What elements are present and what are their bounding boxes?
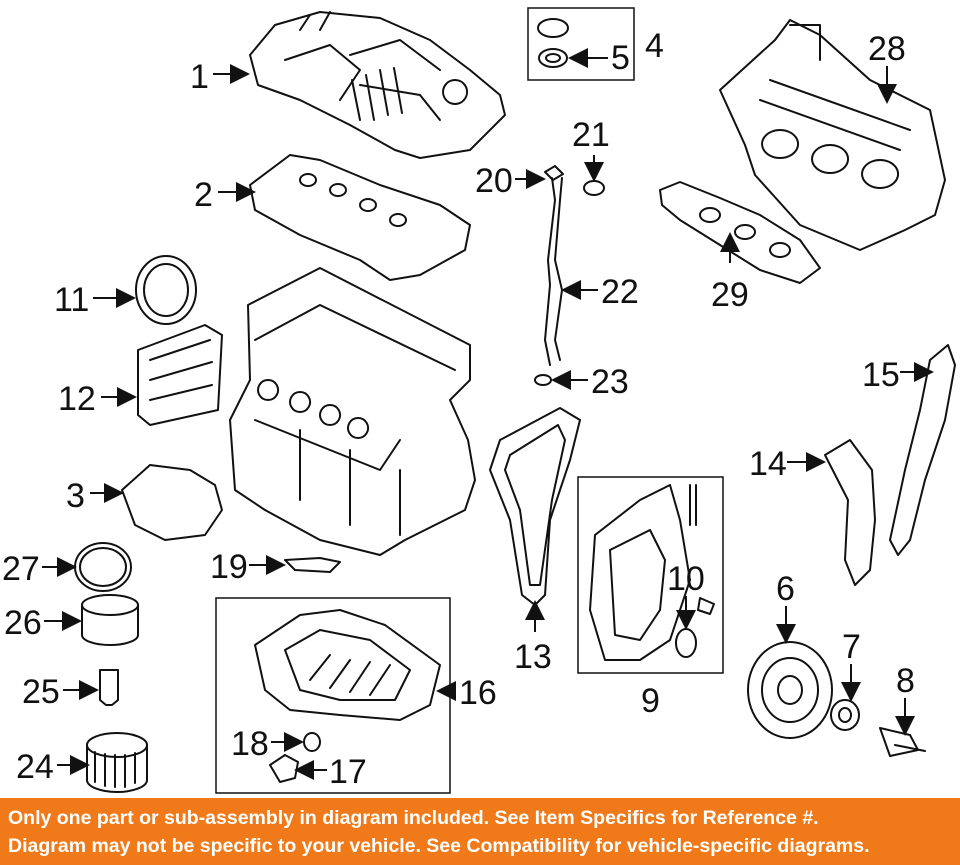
callout-25: 25 xyxy=(22,673,60,711)
crankshaft-pulley-part xyxy=(747,641,833,739)
chain-guide-part xyxy=(824,439,876,586)
knock-sensor-part xyxy=(284,557,341,573)
oil-filler-cap-part xyxy=(537,18,569,68)
washer-part xyxy=(830,699,860,731)
dipstick-handle-part xyxy=(544,165,564,181)
disclaimer-line-2: Diagram may not be specific to your vehi… xyxy=(8,835,870,857)
callout-22: 22 xyxy=(601,273,639,311)
callout-23: 23 xyxy=(591,363,629,401)
callout-28: 28 xyxy=(868,30,906,68)
callout-21: 21 xyxy=(572,116,610,154)
callout-24: 24 xyxy=(16,748,54,786)
disclaimer-line-1: Only one part or sub-assembly in diagram… xyxy=(8,807,819,829)
valve-cover-gasket-part xyxy=(249,154,471,281)
callout-15: 15 xyxy=(862,356,900,394)
callout-2: 2 xyxy=(194,176,213,214)
callout-7: 7 xyxy=(842,628,861,666)
callout-14: 14 xyxy=(749,445,787,483)
intake-manifold-gasket-part xyxy=(659,181,821,284)
rear-main-seal-part xyxy=(135,255,197,325)
leader-lines xyxy=(42,48,934,780)
callout-20: 20 xyxy=(475,162,513,200)
pulley-bolt-part xyxy=(879,727,926,757)
callout-3: 3 xyxy=(66,477,85,515)
callout-13: 13 xyxy=(514,638,552,676)
part-9-box xyxy=(577,476,724,674)
oil-cooler-o-ring-part xyxy=(74,542,132,592)
callout-8: 8 xyxy=(896,662,915,700)
callout-5: 5 xyxy=(611,39,630,77)
part-4-box xyxy=(527,7,635,81)
callout-26: 26 xyxy=(4,604,42,642)
callout-19: 19 xyxy=(210,548,248,586)
oil-cooler-part xyxy=(81,594,139,646)
oil-filter-part xyxy=(86,732,148,793)
drain-plug-washer-part xyxy=(303,732,321,752)
callout-labels: 1 2 3 4 5 6 7 8 9 10 11 12 13 14 15 16 1… xyxy=(2,27,915,791)
callout-9: 9 xyxy=(641,682,660,720)
callout-10: 10 xyxy=(667,560,705,598)
valve-cover-part xyxy=(249,11,506,159)
intake-manifold-part xyxy=(719,19,946,251)
callout-6: 6 xyxy=(776,570,795,608)
chain-tensioner-rail-part xyxy=(889,344,956,556)
engine-parts-diagram: 1 2 3 4 5 6 7 8 9 10 11 12 13 14 15 16 1… xyxy=(2,7,956,794)
callout-18: 18 xyxy=(231,725,269,763)
callout-27: 27 xyxy=(2,550,40,588)
dipstick-o-ring-part xyxy=(583,180,605,196)
callout-17: 17 xyxy=(329,753,367,791)
dipstick-seal-part xyxy=(534,374,552,386)
dipstick-tube-part xyxy=(544,177,563,366)
oil-pan-part xyxy=(254,609,441,721)
drain-plug-part xyxy=(269,754,299,783)
engine-block-part xyxy=(229,267,476,556)
seal-retainer-part xyxy=(137,324,223,426)
callout-29: 29 xyxy=(711,276,749,314)
callout-16: 16 xyxy=(459,674,497,712)
oil-filter-fitting-part xyxy=(99,669,119,706)
timing-chain-part xyxy=(489,407,581,606)
callout-12: 12 xyxy=(58,380,96,418)
callout-1: 1 xyxy=(190,58,209,96)
oil-pan-gasket-part xyxy=(121,464,223,541)
disclaimer-banner: Only one part or sub-assembly in diagram… xyxy=(0,798,960,865)
callout-4: 4 xyxy=(645,27,664,65)
callout-11: 11 xyxy=(54,281,89,319)
